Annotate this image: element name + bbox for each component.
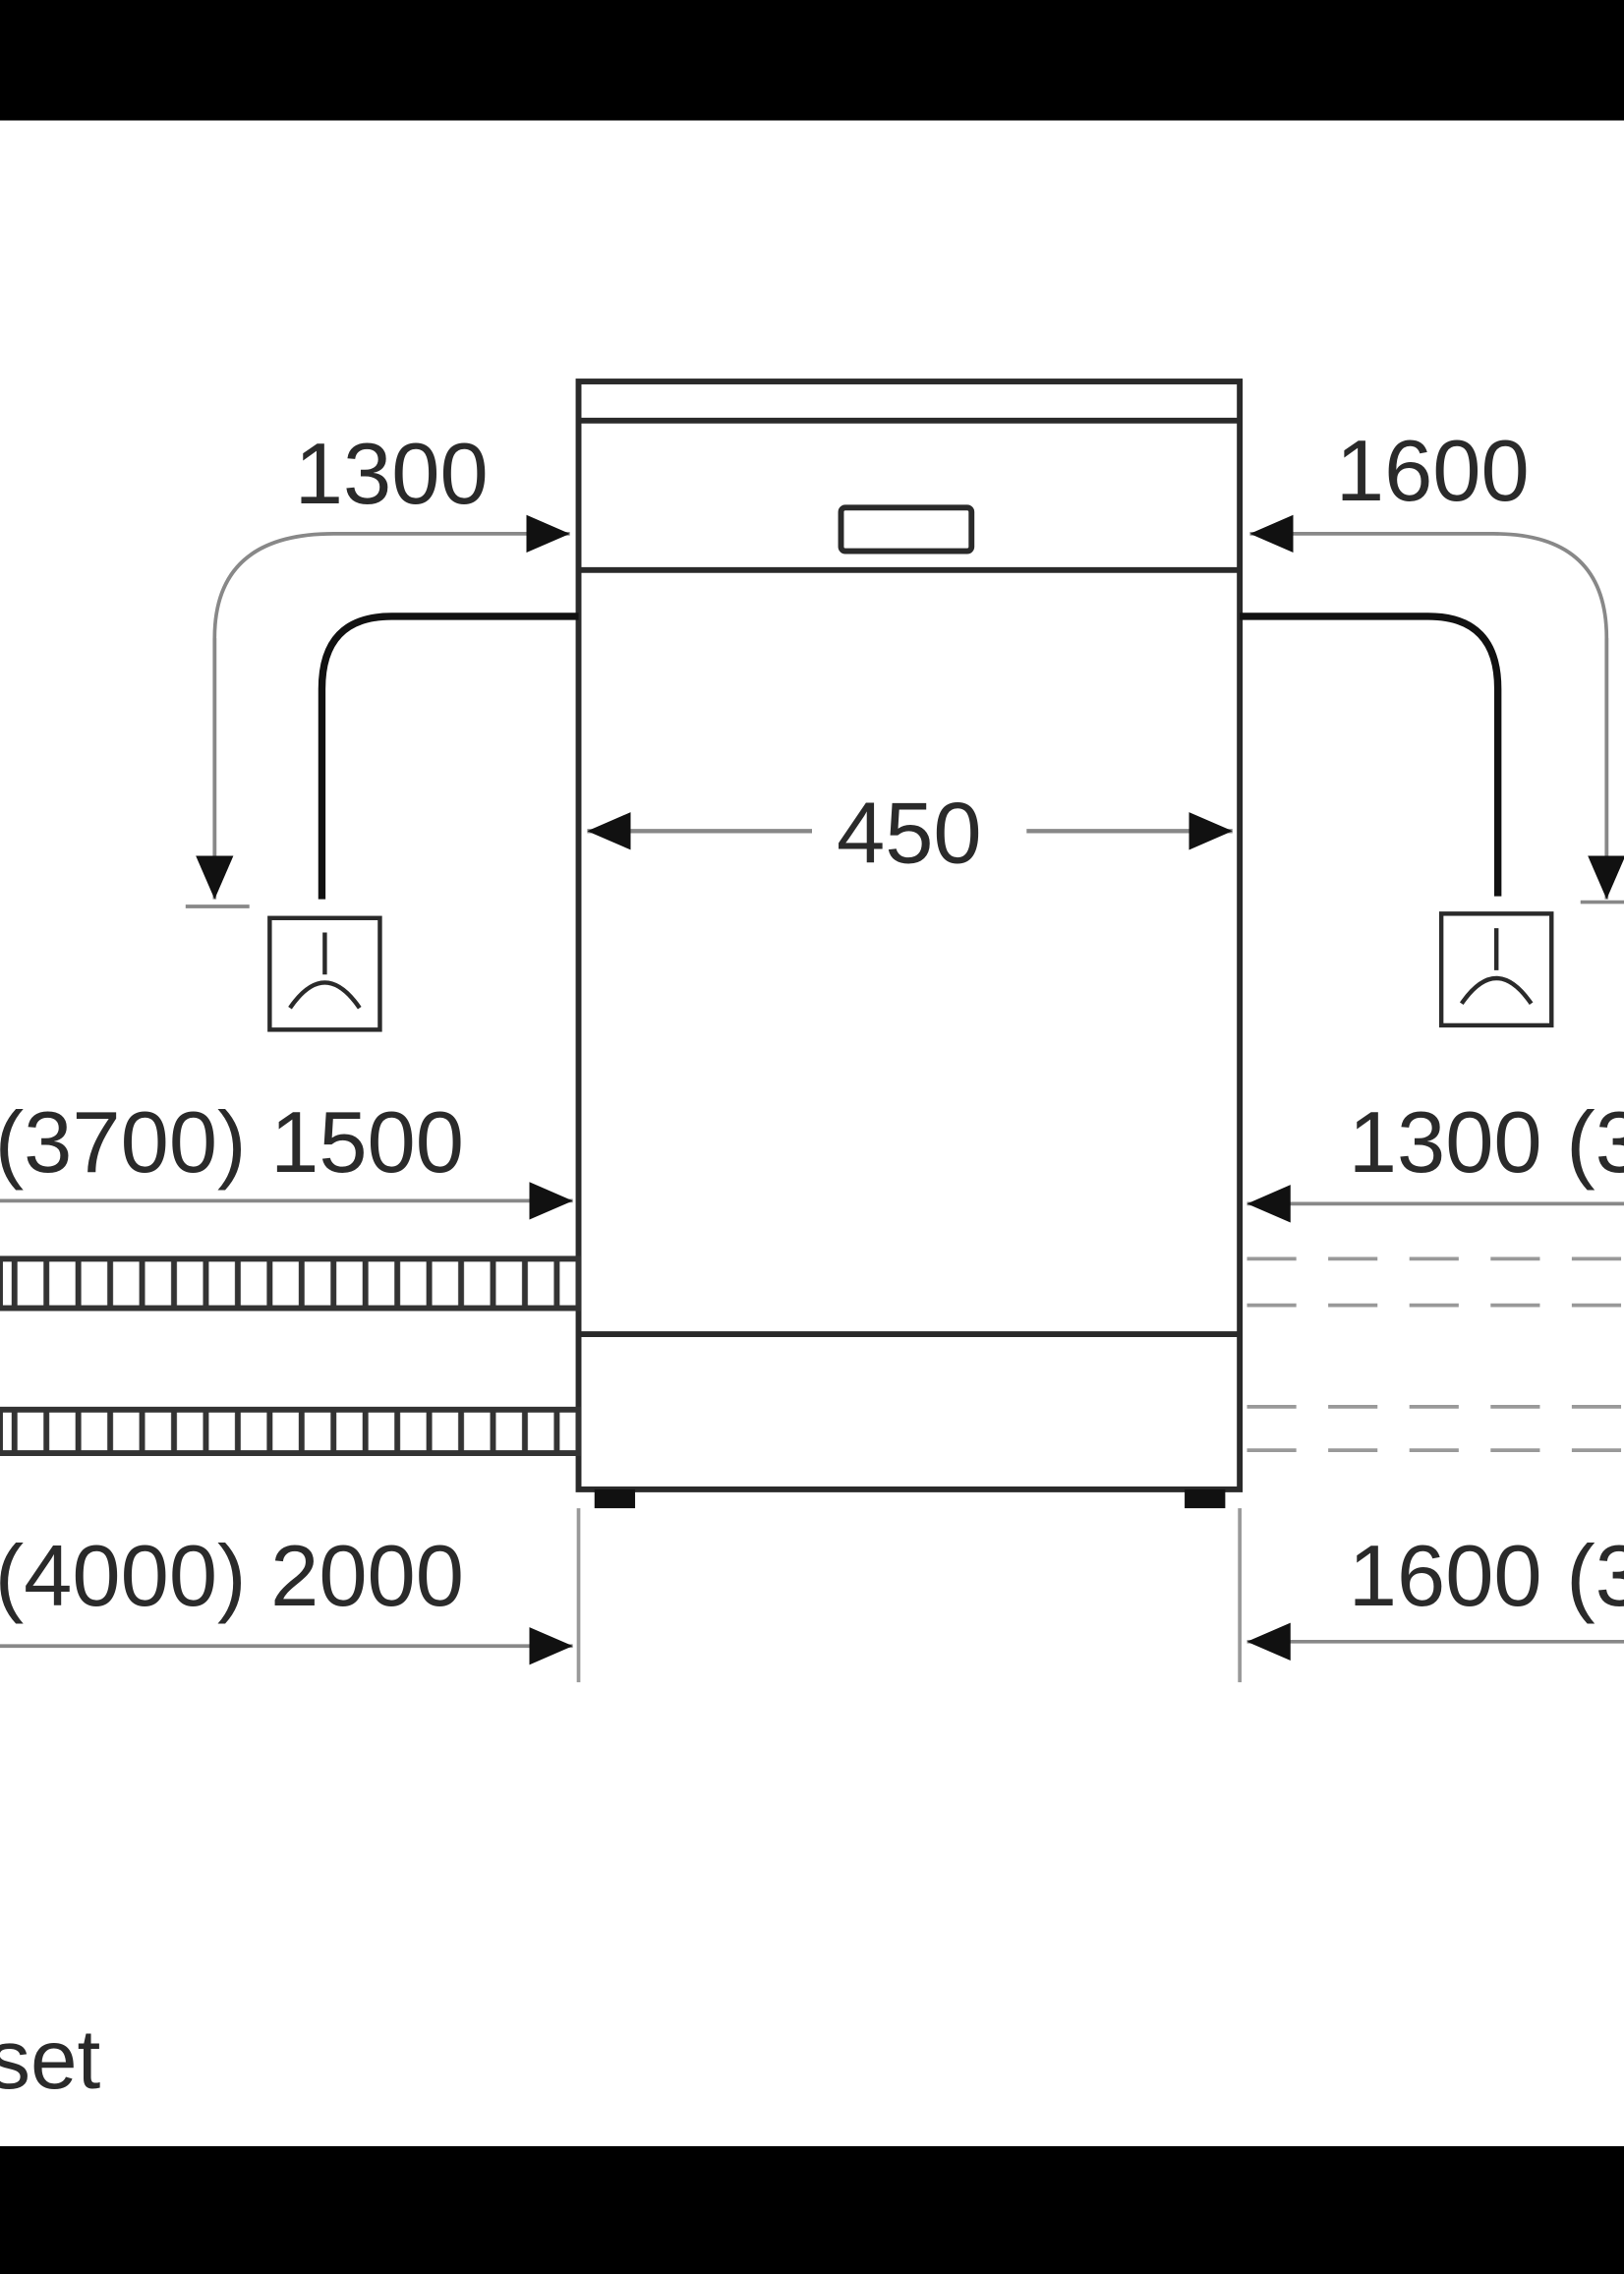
right-siphon-icon: [1438, 911, 1554, 1028]
canvas-background: [0, 120, 1624, 2147]
control-display: [838, 504, 975, 554]
left-inlet-hose: [0, 1255, 582, 1312]
right-hose-top-label: 1600: [1336, 422, 1530, 519]
dishwasher-body: [575, 379, 1244, 1492]
right-drain-label: 1600 (3: [1349, 1527, 1624, 1624]
left-drain-dimension: [185, 514, 570, 908]
right-drain-hose: [1240, 612, 1502, 897]
bottom-black-bar: [0, 2146, 1624, 2274]
right-drain-dimension: [1249, 514, 1624, 904]
foot-left: [594, 1488, 636, 1509]
right-inlet-label: 1300 (3: [1349, 1093, 1624, 1191]
top-black-bar: [0, 0, 1624, 121]
left-hose-top-label: 1300: [295, 425, 489, 522]
left-drain-hose: [318, 612, 579, 900]
caption-fragment: set: [0, 2013, 101, 2107]
width-label: 450: [837, 785, 982, 882]
left-drain-ribbed-hose: [0, 1406, 582, 1456]
left-siphon-icon: [267, 915, 382, 1032]
right-hoses-dashed: [1247, 1256, 1624, 1452]
left-inlet-label: (3700) 1500: [0, 1093, 464, 1191]
left-drain-label: (4000) 2000: [0, 1527, 464, 1624]
foot-right: [1185, 1488, 1226, 1509]
